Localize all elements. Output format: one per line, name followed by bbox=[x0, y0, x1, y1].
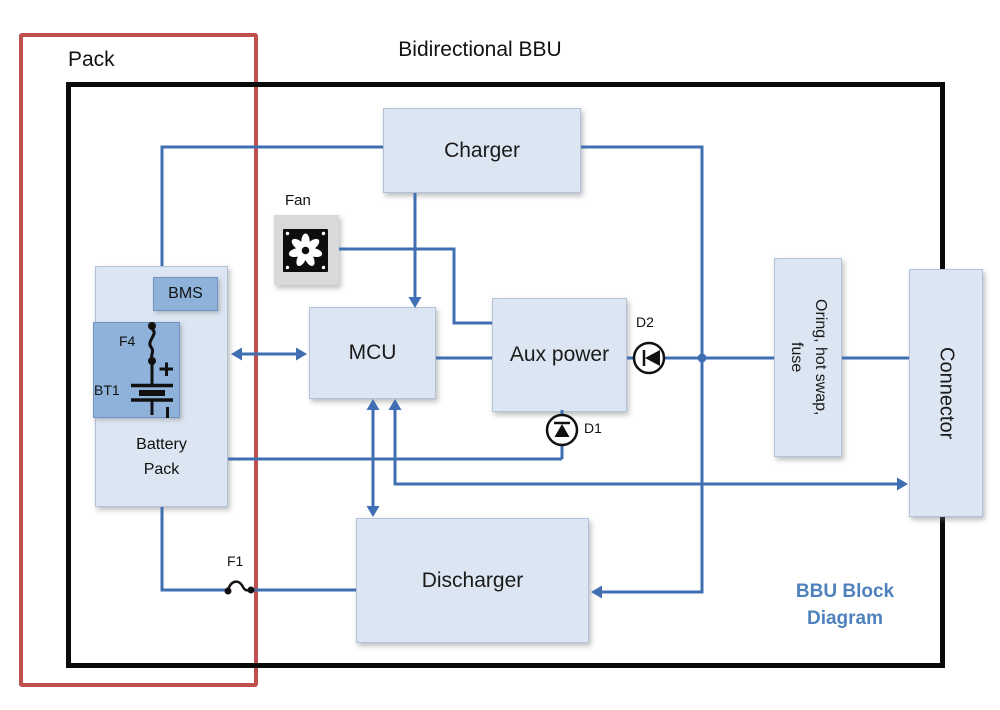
oring-label: Oring, hot swap, fuse bbox=[784, 299, 832, 416]
pack-label: Pack bbox=[68, 48, 115, 71]
battery-pack-label: Battery Pack bbox=[95, 432, 228, 482]
charger-label: Charger bbox=[444, 138, 520, 162]
d2-label: D2 bbox=[636, 314, 654, 330]
pack-boundary-rect bbox=[19, 33, 258, 687]
bms-block: BMS bbox=[153, 277, 218, 311]
fan-icon bbox=[283, 229, 328, 272]
battery-cell-block bbox=[93, 322, 180, 418]
caption-line2: Diagram bbox=[806, 608, 884, 629]
d1-label: D1 bbox=[584, 420, 602, 436]
f4-label: F4 bbox=[119, 333, 136, 349]
fan-label: Fan bbox=[285, 192, 311, 209]
battery-pack-label-line2: Pack bbox=[143, 461, 180, 478]
mcu-block: MCU bbox=[309, 307, 436, 399]
connector-block: Connector bbox=[909, 269, 983, 517]
oring-label-line1: Oring, hot swap, bbox=[812, 299, 829, 416]
aux-power-block: Aux power bbox=[492, 298, 627, 412]
diagram-title: Bidirectional BBU bbox=[398, 38, 562, 61]
connector-label: Connector bbox=[935, 346, 958, 440]
aux-power-label: Aux power bbox=[509, 343, 610, 366]
f1-label: F1 bbox=[227, 553, 244, 569]
bt1-label: BT1 bbox=[94, 382, 120, 398]
battery-pack-label-line1: Battery bbox=[136, 436, 187, 453]
bms-label: BMS bbox=[168, 285, 203, 302]
caption-line1: BBU Block bbox=[795, 581, 895, 602]
oring-hot-swap-fuse-block: Oring, hot swap, fuse bbox=[774, 258, 842, 457]
charger-block: Charger bbox=[383, 108, 581, 193]
fan-housing bbox=[274, 215, 339, 285]
discharger-label: Discharger bbox=[421, 568, 524, 592]
mcu-label: MCU bbox=[348, 341, 397, 364]
oring-label-line2: fuse bbox=[788, 342, 805, 373]
discharger-block: Discharger bbox=[356, 518, 589, 643]
diagram-caption: BBU Block Diagram bbox=[775, 578, 915, 632]
